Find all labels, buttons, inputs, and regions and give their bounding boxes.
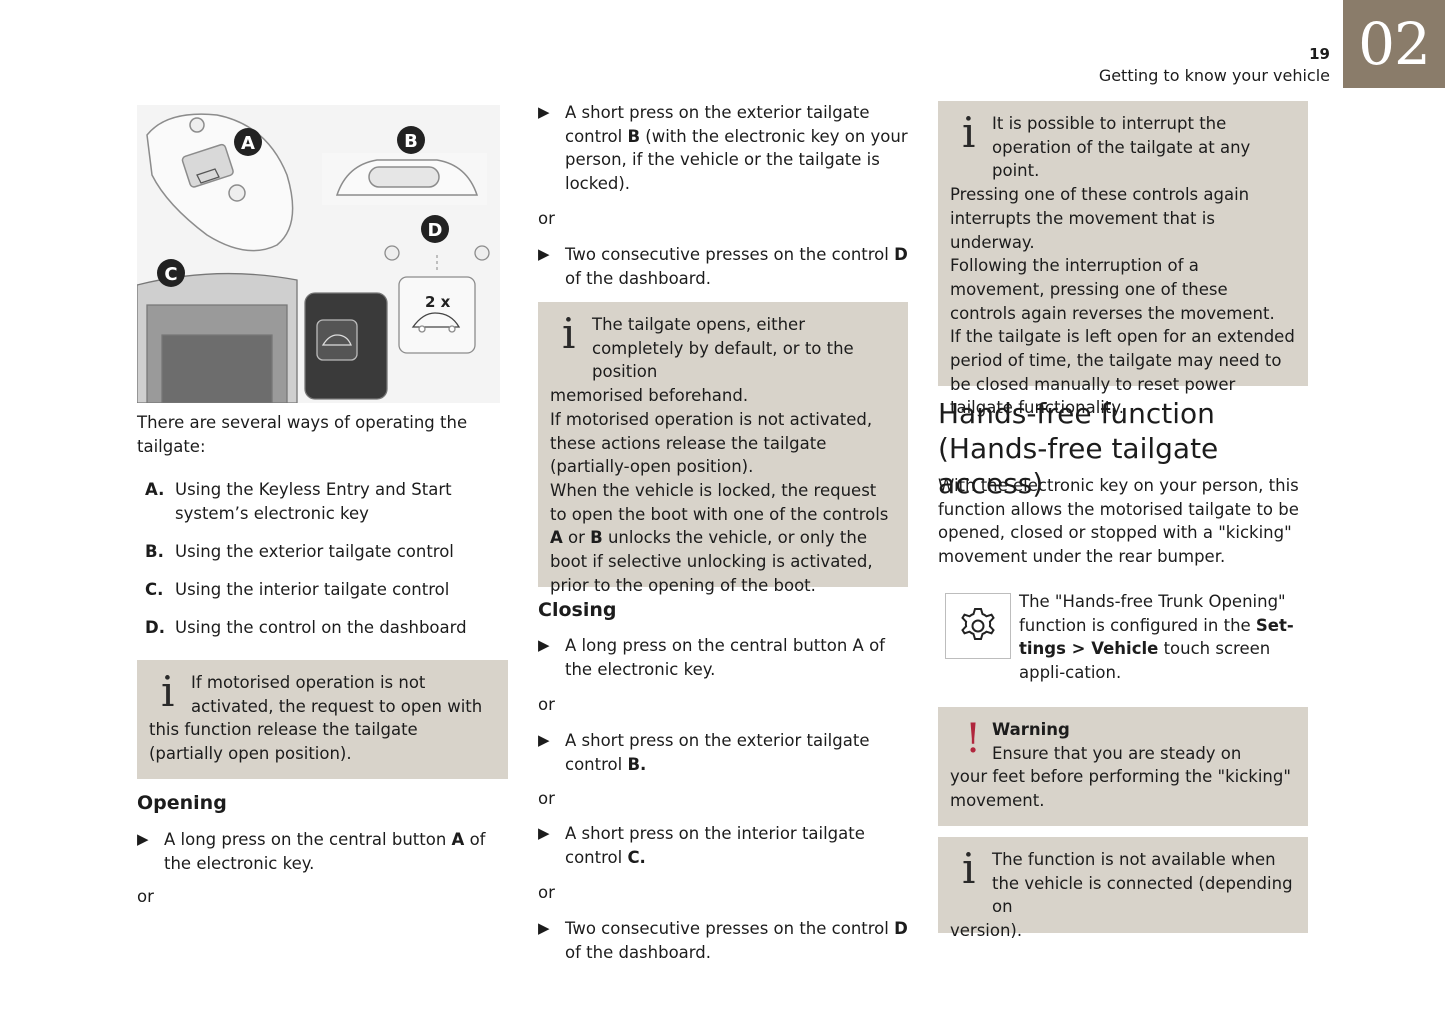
opening-heading: Opening [137, 792, 227, 814]
settings-text-part: The "Hands-free Trunk Opening" function … [1019, 592, 1286, 635]
closing-heading: Closing [538, 599, 617, 621]
or-text: or [538, 209, 555, 228]
info-icon: i [161, 667, 175, 716]
arrow-icon: ▶ [538, 636, 550, 654]
arrow-icon: ▶ [538, 731, 550, 749]
or-text: or [538, 695, 555, 714]
arrow-icon: ▶ [137, 830, 149, 848]
arrow-icon: ▶ [538, 103, 550, 121]
info-text: If the tailgate is left open for an exte… [950, 327, 1295, 418]
info-text: Pressing one of these controls again int… [950, 185, 1250, 252]
arrow-icon: ▶ [538, 824, 550, 842]
settings-text-part: touch screen appli-cation. [1019, 639, 1271, 683]
opening-step: ▶ Two consecutive presses on the control… [538, 243, 908, 290]
list-item-label: C. [145, 580, 164, 599]
info-box-interrupt: i It is possible to interrupt the operat… [938, 101, 1308, 417]
step-text-bold: B. [627, 754, 647, 774]
settings-gear-tile [945, 593, 1011, 659]
step-text: A short press on the exterior tailgate c… [565, 103, 870, 146]
step-text: of the dashboard. [565, 942, 712, 962]
hands-free-body: With the electronic key on your person, … [938, 476, 1299, 567]
opening-step: ▶ A long press on the central button A o… [137, 828, 509, 875]
or-text: or [538, 883, 555, 902]
step-text: A long press on the central button [164, 830, 452, 849]
info-text: The function is not available when the v… [992, 850, 1293, 917]
info-text: unlocks the vehicle, or only the boot if… [550, 528, 873, 595]
info-text: this function release the tailgate (part… [149, 720, 418, 764]
list-item-text: Using the exterior tailgate control [175, 542, 454, 561]
step-text: of the electronic key. [164, 830, 486, 873]
info-icon: i [562, 309, 576, 358]
closing-step: ▶ A short press on the exterior tailgate… [538, 729, 908, 776]
warning-text: your feet before performing the "kicking… [950, 767, 1291, 811]
info-box-connected: i The function is not available when the… [938, 837, 1308, 940]
step-text: Two consecutive presses on the control [565, 919, 895, 938]
closing-step: ▶ A short press on the interior tailgate… [538, 822, 908, 869]
list-item: D. Using the control on the dashboard [137, 616, 509, 640]
or-text: or [137, 887, 154, 906]
step-text: of the dashboard. [565, 268, 712, 288]
chapter-title: Getting to know your vehicle [1098, 66, 1330, 85]
callout-d: D [428, 220, 443, 241]
callout-c: C [164, 264, 177, 285]
info-text: If motorised operation is not activated,… [191, 673, 483, 716]
warning-text: Ensure that you are steady on [992, 743, 1242, 763]
list-item-label: D. [145, 618, 165, 637]
step-text-bold: C. [627, 847, 646, 867]
step-text: A long press on the central button A of … [565, 636, 885, 679]
callout-b: B [404, 131, 418, 152]
closing-step: ▶ A long press on the central button A o… [538, 634, 908, 681]
step-text-bold: B [627, 126, 641, 146]
list-item-text: Using the interior tailgate control [175, 580, 450, 599]
step-text: A short press on the exterior tailgate c… [565, 731, 870, 774]
step-text: Two consecutive presses on the control [565, 245, 895, 264]
warning-box: ! Warning Ensure that you are steady on … [938, 707, 1308, 826]
info-text: When the vehicle is locked, the request … [550, 480, 889, 524]
info-box-tailgate-opens: i The tailgate opens, either completely … [538, 302, 908, 595]
chapter-tab: 02 [1343, 0, 1445, 88]
step-text: (with the electronic key on your person,… [565, 126, 908, 194]
info-text-bold: A [550, 528, 563, 548]
info-text: The tailgate opens, either completely by… [592, 315, 854, 382]
info-icon: i [962, 108, 976, 157]
page-number: 19 [1309, 45, 1330, 63]
closing-step: ▶ Two consecutive presses on the control… [538, 917, 908, 964]
info-text: or [562, 528, 591, 548]
list-item-text: Using the control on the dashboard [175, 618, 467, 637]
settings-text: The "Hands-free Trunk Opening" function … [1019, 590, 1304, 685]
warning-icon: ! [965, 716, 982, 762]
list-item-label: B. [145, 542, 164, 561]
info-text: memorised beforehand. [550, 386, 749, 406]
tailgate-controls-illustration: 2 x A B C D [137, 105, 500, 403]
step-text-bold: A [451, 830, 465, 849]
list-item: B. Using the exterior tailgate control [137, 540, 509, 564]
press-count-label: 2 x [425, 293, 451, 311]
or-text: or [538, 789, 555, 808]
info-icon: i [962, 844, 976, 893]
list-item: A. Using the Keyless Entry and Start sys… [137, 478, 509, 525]
opening-step: ▶ A short press on the exterior tailgate… [538, 101, 908, 196]
arrow-icon: ▶ [538, 245, 550, 263]
step-text-bold: D [894, 919, 908, 938]
step-text: A short press on the interior tailgate c… [565, 824, 865, 867]
settings-path: Set-tings > Vehicle [1019, 615, 1294, 659]
warning-title: Warning [992, 720, 1070, 739]
gear-icon [961, 608, 995, 640]
hands-free-heading: Hands-free function (Hands-free tailgate… [938, 397, 1219, 500]
info-text-bold: B [590, 528, 603, 548]
step-text-bold: D [894, 245, 908, 264]
info-text: It is possible to interrupt the operatio… [992, 114, 1251, 181]
callout-a: A [241, 133, 255, 154]
info-box-motorised: i If motorised operation is not activate… [137, 660, 508, 779]
list-item-label: A. [145, 480, 165, 499]
list-item-text: Using the Keyless Entry and Start system… [175, 480, 452, 523]
info-text: Following the interruption of a movement… [950, 256, 1275, 323]
arrow-icon: ▶ [538, 919, 550, 937]
list-item: C. Using the interior tailgate control [137, 578, 509, 602]
info-text: version). [950, 921, 1023, 941]
intro-text: There are several ways of operating the … [137, 413, 468, 456]
info-text: If motorised operation is not activated,… [550, 409, 873, 477]
